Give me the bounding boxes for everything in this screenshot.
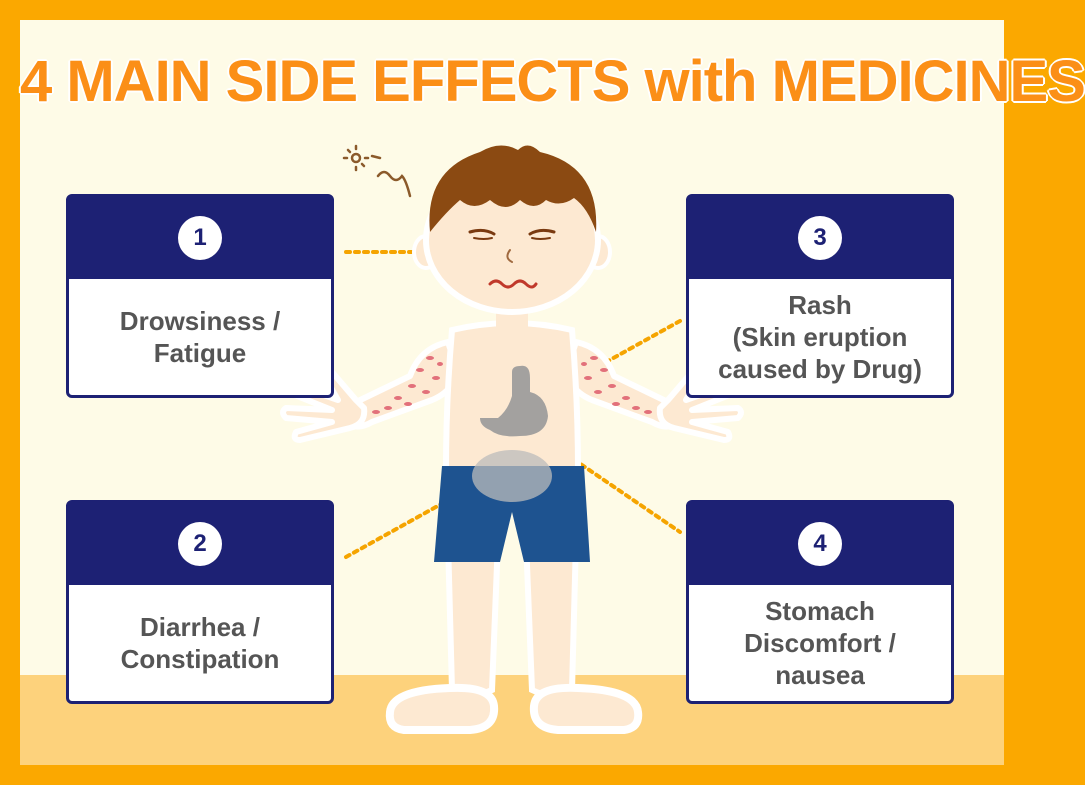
side-effect-card-3: 3 Rash (Skin eruption caused by Drug) (686, 194, 954, 398)
card-number-badge: 3 (798, 216, 842, 260)
card-number-badge: 1 (178, 216, 222, 260)
card-label: Rash (Skin eruption caused by Drug) (718, 290, 922, 384)
card-header: 2 (69, 503, 331, 585)
infographic-frame: 4 MAIN SIDE EFFECTS with MEDICINES (19, 20, 1085, 765)
card-header: 4 (689, 503, 951, 585)
side-effect-card-4: 4 Stomach Discomfort / nausea (686, 500, 954, 704)
card-label: Diarrhea / Constipation (120, 612, 280, 674)
card-header: 3 (689, 197, 951, 279)
card-label: Drowsiness / Fatigue (119, 306, 281, 368)
side-effect-card-1: 1 Drowsiness / Fatigue (66, 194, 334, 398)
infographic-title: 4 MAIN SIDE EFFECTS with MEDICINES (19, 48, 1085, 115)
side-effect-card-2: 2 Diarrhea / Constipation (66, 500, 334, 704)
card-number-badge: 4 (798, 522, 842, 566)
card-label: Stomach Discomfort / nausea (744, 596, 896, 690)
card-header: 1 (69, 197, 331, 279)
card-number-badge: 2 (178, 522, 222, 566)
